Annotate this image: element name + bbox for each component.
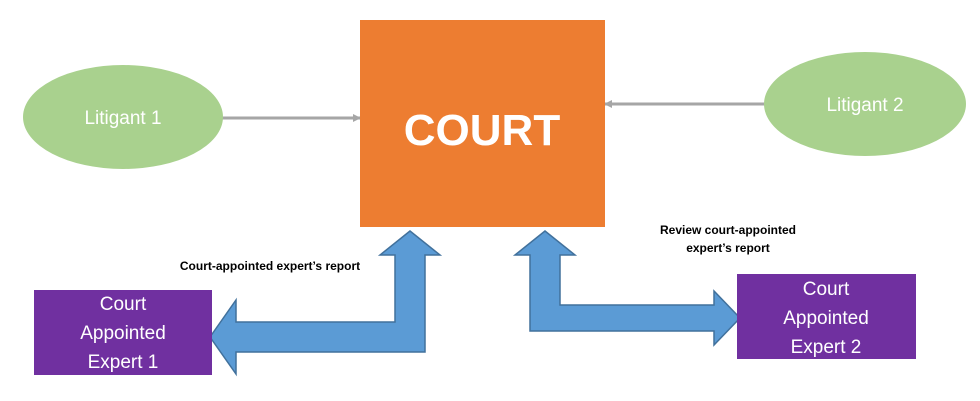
caption-left: Court-appointed expert’s report bbox=[180, 259, 360, 273]
court-label: COURT bbox=[404, 106, 561, 155]
expert-1-line-2: Appointed bbox=[80, 323, 166, 344]
court-expert-1-block-arrow bbox=[209, 230, 443, 377]
expert-2-box bbox=[737, 274, 916, 359]
caption-right-line-1: Review court-appointed bbox=[660, 223, 796, 237]
litigant-2-label: Litigant 2 bbox=[826, 95, 903, 116]
court-expert-2-block-arrow bbox=[512, 230, 742, 347]
litigant-1-label: Litigant 1 bbox=[84, 108, 161, 129]
litigant-2-node bbox=[764, 52, 966, 156]
caption-right-line-2: expert’s report bbox=[686, 241, 770, 255]
litigant-1-node bbox=[23, 65, 223, 169]
expert-1-line-1: Court bbox=[100, 294, 147, 315]
expert-1-box bbox=[34, 290, 212, 375]
expert-2-line-1: Court bbox=[803, 279, 850, 300]
expert-2-line-2: Appointed bbox=[783, 308, 869, 329]
expert-2-line-3: Expert 2 bbox=[791, 337, 862, 358]
court-box bbox=[360, 20, 605, 227]
expert-1-line-3: Expert 1 bbox=[88, 352, 159, 373]
